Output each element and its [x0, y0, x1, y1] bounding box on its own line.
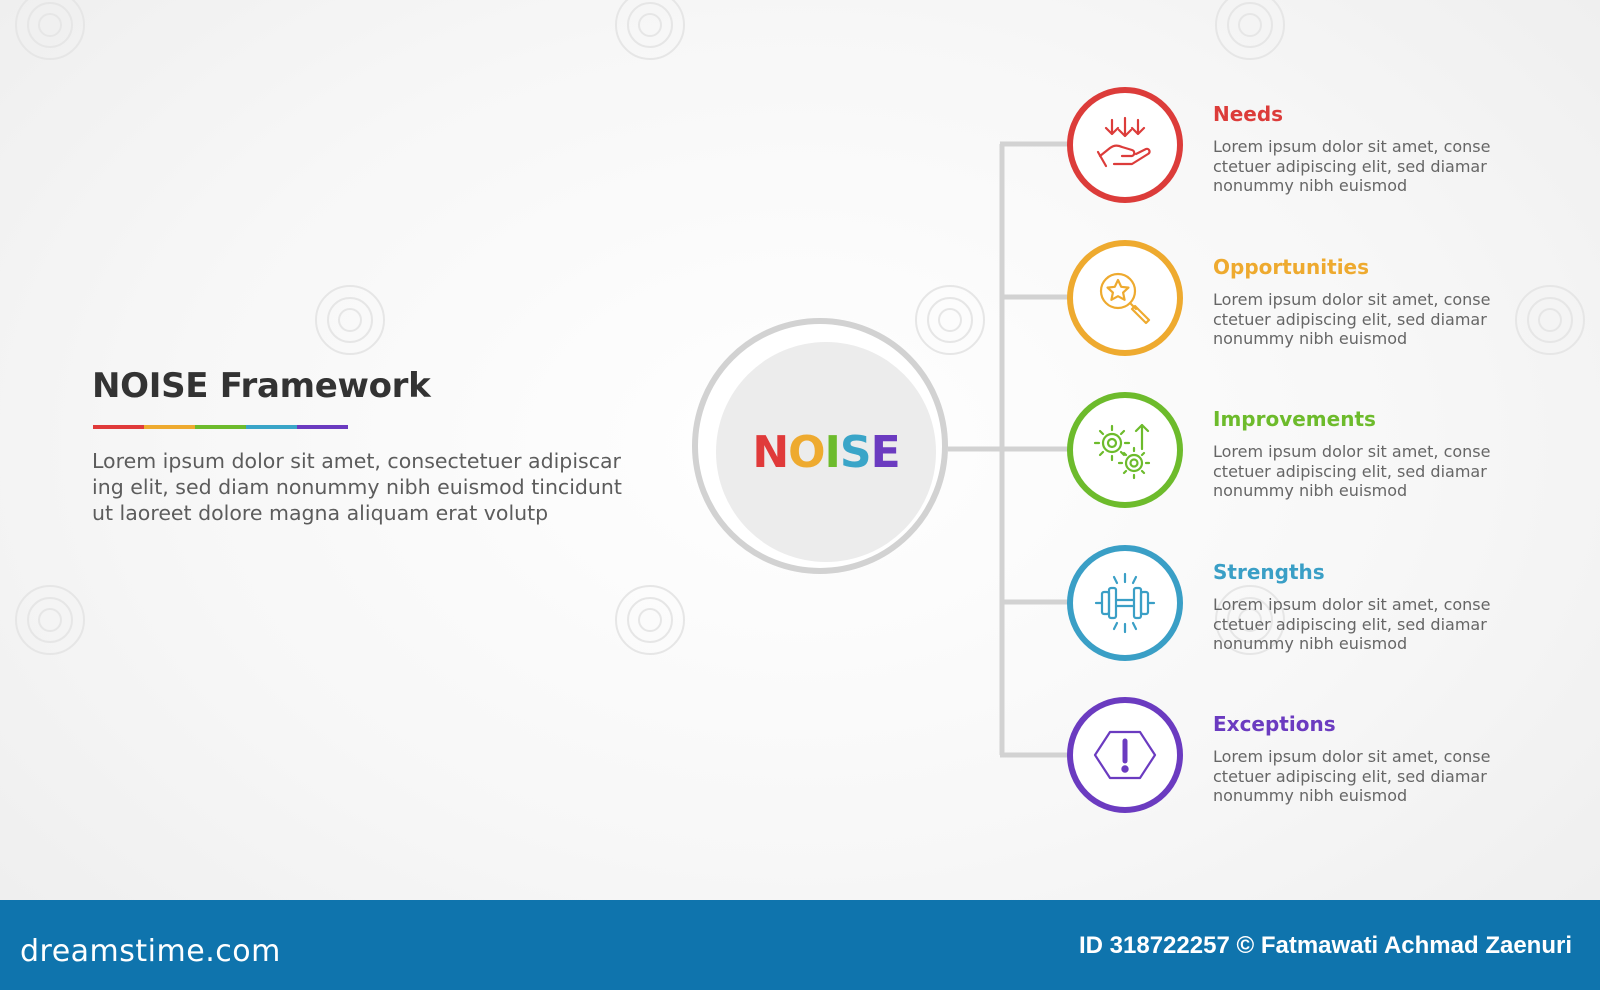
- strengths-title: Strengths: [1213, 560, 1325, 584]
- description-line: nonummy nibh euismod: [1213, 329, 1408, 348]
- description-line: Lorem ipsum dolor sit amet, consectetuer…: [92, 449, 621, 473]
- improvements-description: Lorem ipsum dolor sit amet, conse ctetue…: [1213, 442, 1513, 501]
- description-line: nonummy nibh euismod: [1213, 176, 1408, 195]
- improvements-circle: [1067, 392, 1183, 508]
- footer-bar: dreamstime.com ID 318722257 © Fatmawati …: [0, 900, 1600, 990]
- description-line: Lorem ipsum dolor sit amet, conse: [1213, 442, 1491, 461]
- opportunities-title: Opportunities: [1213, 255, 1370, 279]
- framework-description: Lorem ipsum dolor sit amet, consectetuer…: [92, 448, 652, 526]
- description-line: Lorem ipsum dolor sit amet, conse: [1213, 747, 1491, 766]
- opportunities-circle: [1067, 240, 1183, 356]
- description-line: ut laoreet dolore magna aliquam erat vol…: [92, 501, 549, 525]
- description-line: Lorem ipsum dolor sit amet, conse: [1213, 595, 1491, 614]
- center-acronym: NOISE: [752, 426, 901, 478]
- description-line: ctetuer adipiscing elit, sed diamar: [1213, 156, 1487, 176]
- underline-segment: [297, 425, 348, 429]
- strengths-circle: [1067, 545, 1183, 661]
- acronym-letter-e: E: [870, 426, 901, 478]
- description-line: nonummy nibh euismod: [1213, 786, 1408, 805]
- description-line: nonummy nibh euismod: [1213, 481, 1408, 500]
- opportunities-description: Lorem ipsum dolor sit amet, conse ctetue…: [1213, 290, 1513, 349]
- underline-segment: [195, 425, 246, 429]
- acronym-letter-o: O: [788, 426, 825, 478]
- description-line: ctetuer adipiscing elit, sed diamar: [1213, 309, 1487, 329]
- needs-circle: [1067, 87, 1183, 203]
- gears-arrow-up-icon: [1093, 423, 1151, 480]
- description-line: ctetuer adipiscing elit, sed diamar: [1213, 614, 1487, 634]
- title-underline: [93, 425, 348, 429]
- footer-logo[interactable]: dreamstime.com: [20, 934, 281, 969]
- description-line: Lorem ipsum dolor sit amet, conse: [1213, 290, 1491, 309]
- needs-description: Lorem ipsum dolor sit amet, conse ctetue…: [1213, 137, 1513, 196]
- hand-arrows-down-icon: [1096, 116, 1151, 168]
- dumbbell-icon: [1094, 572, 1156, 634]
- strengths-description: Lorem ipsum dolor sit amet, conse ctetue…: [1213, 595, 1513, 654]
- acronym-letter-n: N: [752, 426, 789, 478]
- acronym-letter-s: S: [839, 426, 872, 478]
- footer-credit: ID 318722257 © Fatmawati Achmad Zaenuri: [1079, 932, 1572, 959]
- description-line: Lorem ipsum dolor sit amet, conse: [1213, 137, 1491, 156]
- improvements-title: Improvements: [1213, 407, 1376, 431]
- underline-segment: [246, 425, 297, 429]
- page-title: NOISE Framework: [92, 366, 431, 406]
- description-line: ctetuer adipiscing elit, sed diamar: [1213, 766, 1487, 786]
- description-line: ctetuer adipiscing elit, sed diamar: [1213, 461, 1487, 481]
- needs-title: Needs: [1213, 102, 1284, 126]
- description-line: nonummy nibh euismod: [1213, 634, 1408, 653]
- exceptions-description: Lorem ipsum dolor sit amet, conse ctetue…: [1213, 747, 1513, 806]
- exceptions-circle: [1067, 697, 1183, 813]
- star-magnifier-icon: [1099, 272, 1151, 325]
- hexagon-exclamation-icon: [1093, 730, 1157, 780]
- exceptions-title: Exceptions: [1213, 712, 1336, 736]
- description-line: ing elit, sed diam nonummy nibh euismod …: [92, 475, 622, 499]
- underline-segment: [93, 425, 144, 429]
- acronym-letter-i: I: [824, 426, 841, 478]
- underline-segment: [144, 425, 195, 429]
- center-hub: NOISE: [716, 342, 936, 562]
- connector-lines: [948, 141, 1070, 758]
